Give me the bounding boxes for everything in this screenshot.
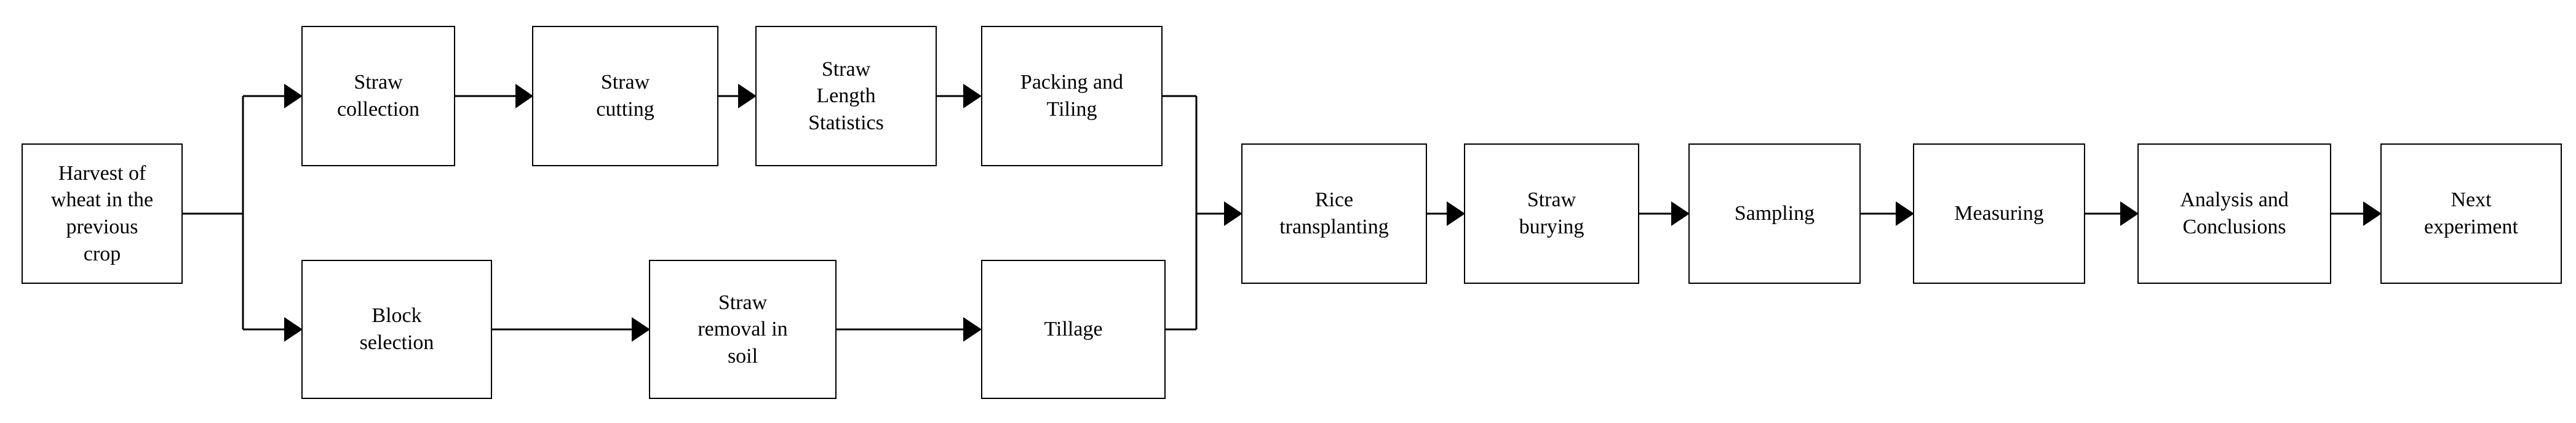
node-tillage[interactable]: Tillage (981, 260, 1166, 399)
node-measuring-label: Measuring (1954, 202, 2044, 225)
arrowhead-analysis (2120, 201, 2139, 226)
node-straw-length-statistics-label: Straw Length Statistics (808, 57, 884, 134)
node-rice-transplanting[interactable]: Rice transplanting (1241, 143, 1427, 284)
node-straw-cutting[interactable]: Straw cutting (532, 26, 718, 166)
node-block-selection-label: Block selection (359, 304, 434, 354)
node-analysis-and-conclusions[interactable]: Analysis and Conclusions (2137, 143, 2331, 284)
node-harvest[interactable]: Harvest of wheat in the previous crop (22, 143, 183, 284)
arrowhead-straw-cutting (515, 84, 533, 108)
node-rice-transplanting-label: Rice transplanting (1279, 188, 1389, 238)
node-straw-burying-label: Straw burying (1519, 188, 1584, 238)
arrowhead-rice-transplanting (1224, 201, 1242, 226)
node-straw-removal-in-soil-label: Straw removal in soil (698, 291, 788, 368)
arrowhead-straw-length (738, 84, 757, 108)
node-straw-collection[interactable]: Straw collection (301, 26, 455, 166)
node-straw-length-statistics[interactable]: Straw Length Statistics (755, 26, 937, 166)
node-straw-cutting-label: Straw cutting (596, 71, 654, 121)
node-next-experiment-label: Next experiment (2424, 188, 2518, 238)
arrowhead-straw-removal (632, 317, 650, 342)
arrowhead-packing-tiling (963, 84, 982, 108)
node-straw-collection-label: Straw collection (336, 71, 420, 121)
node-harvest-label: Harvest of wheat in the previous crop (50, 161, 154, 265)
arrowhead-block-selection (284, 317, 303, 342)
node-measuring[interactable]: Measuring (1913, 143, 2085, 284)
arrowhead-tillage (963, 317, 982, 342)
node-block-selection[interactable]: Block selection (301, 260, 492, 399)
arrowhead-next-experiment (2363, 201, 2382, 226)
node-packing-and-tiling[interactable]: Packing and Tiling (981, 26, 1163, 166)
node-analysis-and-conclusions-label: Analysis and Conclusions (2180, 188, 2289, 238)
node-straw-removal-in-soil[interactable]: Straw removal in soil (649, 260, 837, 399)
node-packing-and-tiling-label: Packing and Tiling (1020, 71, 1124, 121)
arrowhead-straw-burying (1447, 201, 1465, 226)
arrowhead-sampling (1671, 201, 1690, 226)
node-sampling[interactable]: Sampling (1688, 143, 1861, 284)
node-sampling-label: Sampling (1734, 202, 1815, 225)
arrowhead-straw-collection (284, 84, 303, 108)
node-next-experiment[interactable]: Next experiment (2380, 143, 2562, 284)
node-straw-burying[interactable]: Straw burying (1464, 143, 1639, 284)
arrowhead-measuring (1896, 201, 1914, 226)
node-tillage-label: Tillage (1044, 318, 1103, 341)
